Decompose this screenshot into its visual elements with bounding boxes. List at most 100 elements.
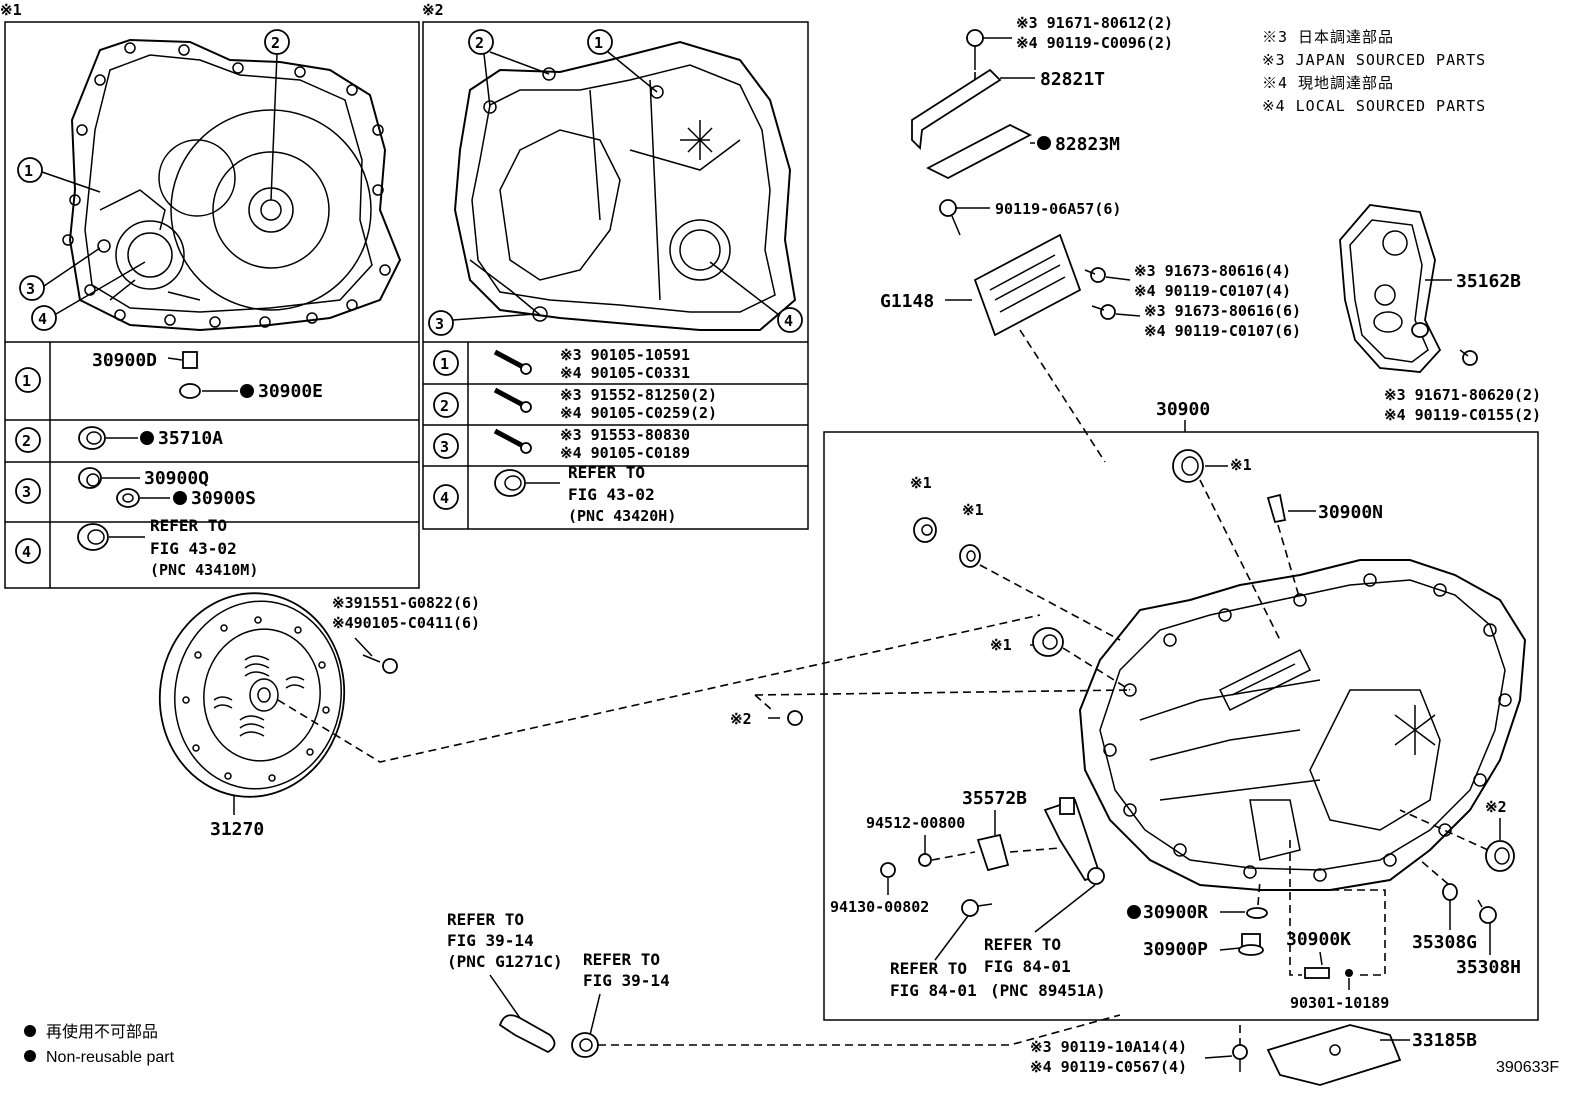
bolt-91673-80616-4-label: ※3 91673-80616(4) <box>1134 262 1291 280</box>
inset2-row-3-index: 3 <box>440 438 449 456</box>
bolt-90119-C0107-6-label: ※4 90119-C0107(6) <box>1144 322 1301 340</box>
part-30900Q-label: 30900Q <box>144 468 209 489</box>
part-94130-00802-label: 94130-00802 <box>830 898 929 916</box>
main-assembly-box: 30900 ※1 30900N ※1 ※1 ※1 ※2 <box>730 399 1539 1021</box>
bolt-90119-C0155-label: ※4 90119-C0155(2) <box>1384 406 1541 424</box>
inset2-row-1-index: 1 <box>440 355 449 373</box>
plug-marker-1: ※1 <box>910 474 932 492</box>
part-31270-label: 31270 <box>210 819 264 840</box>
row-1-index: 1 <box>22 372 31 390</box>
bolt-left-marker: ※2 <box>730 710 752 728</box>
part-35710A-label: 35710A <box>158 428 223 449</box>
part-30900S-label: 30900S <box>191 488 256 509</box>
callout-inset2-1: 1 <box>594 34 603 52</box>
bolt-91671-80620-label: ※3 91671-80620(2) <box>1384 386 1541 404</box>
part-82821T-label: 82821T <box>1040 69 1105 90</box>
callout-inset1-1: 1 <box>24 162 33 180</box>
part-94512-00800-label: 94512-00800 <box>866 814 965 832</box>
inset2-row2-part-a: ※3 91552-81250(2) <box>560 386 717 404</box>
part-30900D-label: 30900D <box>92 350 157 371</box>
plug-marker-3: ※1 <box>990 636 1012 654</box>
inset-1-refer-to: REFER TO <box>150 516 227 535</box>
refer-fig-84-01-b-pnc: (PNC 89451A) <box>990 981 1106 1000</box>
top-center-parts: ※3 91671-80612(2) ※4 90119-C0096(2) 8282… <box>880 14 1301 463</box>
bolt-91551-G0822-label: ※391551-G0822(6) <box>332 594 480 612</box>
note-line-2: ※3 JAPAN SOURCED PARTS <box>1262 51 1486 69</box>
bolt-90119-C0107-4-label: ※4 90119-C0107(4) <box>1134 282 1291 300</box>
part-30900E-label: 30900E <box>258 381 323 402</box>
callout-inset1-3: 3 <box>26 280 35 298</box>
legend: 再使用不可部品 Non-reusable part 390633F <box>24 1023 1559 1076</box>
case-front-view: 2 1 3 4 <box>17 29 402 332</box>
part-33185B-label: 33185B <box>1412 1030 1477 1051</box>
inset-1-marker: ※1 <box>0 1 22 19</box>
inset-1-table: 1 2 3 4 30900D 30900E 35710A 30900Q 3090… <box>15 350 323 579</box>
inset-box-2: ※2 2 1 3 4 1 2 3 4 <box>422 1 809 530</box>
legend-non-reusable-jp: 再使用不可部品 <box>46 1023 158 1041</box>
inset-1-refer-fig: FIG 43-02 <box>150 539 237 558</box>
callout-inset1-4: 4 <box>38 310 47 328</box>
refer-fig-39-14-a-line1: REFER TO <box>447 910 524 929</box>
inset-2-refer-pnc: (PNC 43420H) <box>568 507 676 525</box>
bolt-90105-C0411-label: ※490105-C0411(6) <box>332 614 480 632</box>
bolt-91671-80612-label: ※3 91671-80612(2) <box>1016 14 1173 32</box>
bolt-90119-10A14-label: ※3 90119-10A14(4) <box>1030 1038 1187 1056</box>
sourcing-notes: ※3 日本調達部品 ※3 JAPAN SOURCED PARTS ※4 現地調達… <box>1262 28 1486 115</box>
inset-box-1: ※1 2 1 3 <box>0 1 420 589</box>
bolt-90119-C0567-label: ※4 90119-C0567(4) <box>1030 1058 1187 1076</box>
callout-inset2-4: 4 <box>784 312 793 330</box>
row-4-index: 4 <box>22 543 31 561</box>
transaxle-body <box>1078 559 1527 891</box>
note-line-3: ※4 現地調達部品 <box>1262 74 1394 92</box>
refer-fig-39-14-b-line2: FIG 39-14 <box>583 971 670 990</box>
inset-2-refer-to: REFER TO <box>568 463 645 482</box>
part-30900R-label: 30900R <box>1143 902 1208 923</box>
refer-fig-84-01-a-line2: FIG 84-01 <box>984 957 1071 976</box>
callout-inset2-3: 3 <box>435 315 444 333</box>
inset2-row1-part-b: ※4 90105-C0331 <box>560 364 690 382</box>
clutch-disc-31270: 31270 ※391551-G0822(6) ※490105-C0411(6) <box>158 592 1041 840</box>
callout-inset2-2: 2 <box>475 34 484 52</box>
refer-fig-84-01-b-line2: FIG 84-01 <box>890 981 977 1000</box>
callout-inset1-2: 2 <box>271 34 280 52</box>
part-35308H-label: 35308H <box>1456 957 1521 978</box>
part-90301-10189-label: 90301-10189 <box>1290 994 1389 1012</box>
inset2-row-4-index: 4 <box>440 489 449 507</box>
bolt-90119-C0096-label: ※4 90119-C0096(2) <box>1016 34 1173 52</box>
part-30900-label: 30900 <box>1156 399 1210 420</box>
inset-2-marker: ※2 <box>422 1 444 19</box>
row-2-index: 2 <box>22 432 31 450</box>
refer-fig-84-01-b-line1: REFER TO <box>890 959 967 978</box>
part-35162B-label: 35162B <box>1456 271 1521 292</box>
figure-number: 390633F <box>1496 1059 1559 1076</box>
refer-fig-39-14-b-line1: REFER TO <box>583 950 660 969</box>
part-30900K-label: 30900K <box>1286 929 1351 950</box>
note-line-1: ※3 日本調達部品 <box>1262 28 1394 46</box>
note-line-4: ※4 LOCAL SOURCED PARTS <box>1262 97 1486 115</box>
inset2-row3-part-b: ※4 90105-C0189 <box>560 444 690 462</box>
refer-fig-84-01-a-line1: REFER TO <box>984 935 1061 954</box>
bolt-90119-06A57-label: 90119-06A57(6) <box>995 200 1121 218</box>
part-82823M-label: 82823M <box>1055 134 1120 155</box>
bolt-91673-80616-6-label: ※3 91673-80616(6) <box>1144 302 1301 320</box>
inset2-row3-part-a: ※3 91553-80830 <box>560 426 690 444</box>
part-35572B-label: 35572B <box>962 788 1027 809</box>
support-33185B: 33185B ※3 90119-10A14(4) ※4 90119-C0567(… <box>1030 1024 1477 1086</box>
inset-2-refer-fig: FIG 43-02 <box>568 485 655 504</box>
inset-1-refer-pnc: (PNC 43410M) <box>150 561 258 579</box>
row-3-index: 3 <box>22 483 31 501</box>
cover-35162B: 35162B ※3 91671-80620(2) ※4 90119-C0155(… <box>1339 204 1541 424</box>
bottom-hose-parts: REFER TO FIG 39-14 (PNC G1271C) REFER TO… <box>447 910 1121 1058</box>
part-35308G-label: 35308G <box>1412 932 1477 953</box>
case-rear-view: 2 1 3 4 <box>428 29 803 336</box>
inset2-row-2-index: 2 <box>440 397 449 415</box>
inset2-row1-part-a: ※3 90105-10591 <box>560 346 690 364</box>
refer-fig-39-14-a-pnc: (PNC G1271C) <box>447 952 563 971</box>
inset2-row2-part-b: ※4 90105-C0259(2) <box>560 404 717 422</box>
refer-fig-39-14-a-line2: FIG 39-14 <box>447 931 534 950</box>
part-30900P-label: 30900P <box>1143 939 1208 960</box>
seal-right-marker: ※2 <box>1485 798 1507 816</box>
plug-marker-2: ※1 <box>962 501 984 519</box>
